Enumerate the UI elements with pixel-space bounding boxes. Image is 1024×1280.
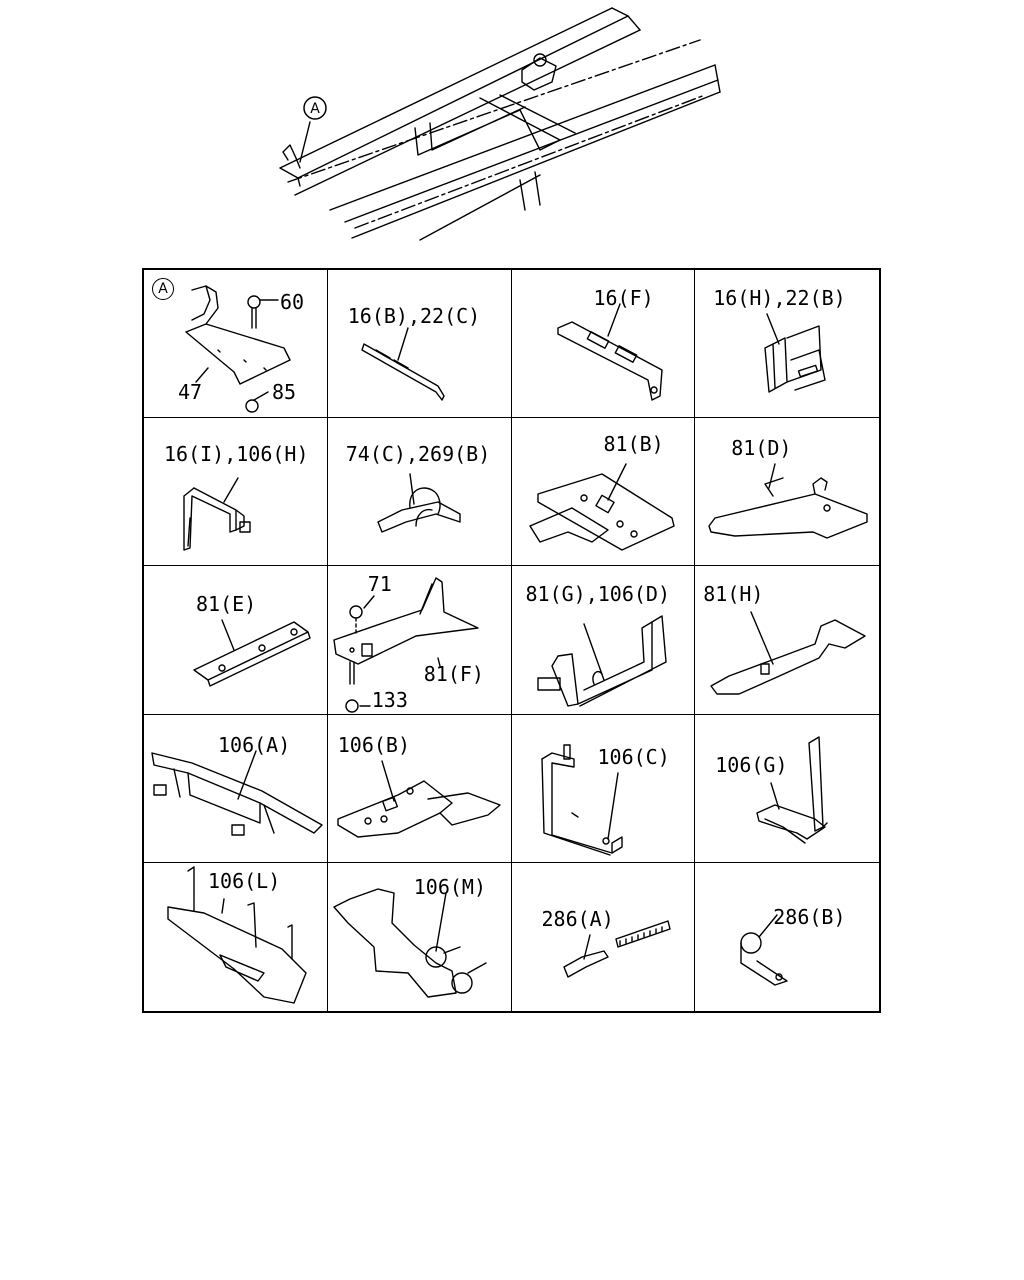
part-cell-106b: 106(B) — [327, 714, 512, 863]
part-cell-81b: 81(B) — [511, 418, 696, 567]
part-cell-16i-106h: 16(I),106(H) — [144, 418, 328, 567]
label-106c: 106(C) — [597, 744, 670, 769]
part-cell-106g: 106(G) — [695, 715, 879, 863]
part-cell-81e: 81(E) — [144, 566, 328, 715]
label-71: 71 — [367, 572, 392, 597]
part-cell-16h-22b: 16(H),22(B) — [695, 270, 879, 419]
part-cell-106m: 106(M) — [328, 862, 512, 1011]
part-cell-106c: 106(C) — [511, 714, 696, 863]
bracket-16b-drawing — [361, 327, 445, 401]
label-133: 133 — [371, 688, 408, 713]
label-106l: 106(L) — [208, 868, 281, 893]
label-81f: 81(F) — [423, 662, 484, 687]
bracket-81h-drawing — [710, 611, 866, 696]
label-47: 47 — [178, 380, 203, 404]
label-286a: 286(A) — [541, 906, 614, 931]
label-16h-22b: 16(H),22(B) — [713, 286, 846, 310]
bracket-106m-drawing — [333, 888, 487, 998]
bracket-106l-drawing — [167, 866, 307, 1004]
label-85: 85 — [272, 380, 297, 404]
part-cell-16f: 16(F) — [511, 270, 696, 419]
bracket-106a-drawing — [151, 749, 323, 836]
label-81h: 81(H) — [703, 582, 764, 607]
label-16b-22c: 16(B),22(C) — [347, 304, 481, 328]
part-cell-81h: 81(H) — [695, 566, 879, 715]
label-286b: 286(B) — [773, 904, 846, 929]
label-106b: 106(B) — [337, 732, 410, 757]
bracket-47-drawing — [185, 285, 291, 413]
label-106g: 106(G) — [715, 752, 788, 777]
bracket-106b-drawing — [337, 759, 501, 838]
bracket-16i-drawing — [183, 477, 251, 551]
part-cell-286a: 286(A) — [512, 862, 696, 1011]
part-cell-106l: 106(L) — [144, 862, 328, 1011]
callout-a-marker: A — [152, 278, 174, 300]
tie-286a-drawing — [562, 920, 671, 978]
part-cell-106a: 106(A) — [144, 714, 328, 863]
bracket-16f-drawing — [556, 303, 663, 401]
label-16f: 16(F) — [593, 286, 654, 310]
bracket-81g-drawing — [536, 615, 667, 708]
part-cell-286b: 286(B) — [695, 863, 879, 1011]
bracket-81d-drawing — [708, 463, 868, 539]
label-81d: 81(D) — [731, 436, 792, 461]
label-81b: 81(B) — [603, 432, 664, 457]
label-106a: 106(A) — [218, 732, 291, 757]
part-cell-81f: 71 81(F) 133 — [327, 566, 512, 715]
part-cell-16b-22c: 16(B),22(C) — [327, 270, 512, 419]
part-cell-81d: 81(D) — [695, 418, 879, 567]
bracket-16h-drawing — [764, 313, 826, 393]
clamp-74c-drawing — [377, 473, 461, 533]
part-cell-a: A 60 47 85 — [144, 270, 328, 419]
frame-overview-drawing: A — [279, 7, 721, 241]
label-81e: 81(E) — [196, 592, 257, 617]
bracket-81b-drawing — [528, 463, 675, 551]
bracket-106c-drawing — [540, 743, 623, 856]
label-60: 60 — [280, 290, 305, 314]
bracket-81f-drawing — [333, 577, 479, 714]
label-81g-106d: 81(G),106(D) — [525, 582, 671, 607]
label-106m: 106(M) — [413, 874, 486, 899]
bracket-106g-drawing — [756, 735, 828, 844]
label-74c-269b: 74(C),269(B) — [345, 442, 491, 467]
part-cell-74c-269b: 74(C),269(B) — [327, 418, 512, 567]
parts-grid: A 60 47 85 16(B),22(C) — [142, 268, 881, 1013]
label-16i-106h: 16(I),106(H) — [164, 442, 309, 467]
plate-81e-drawing — [193, 619, 311, 688]
clip-286b-drawing — [740, 914, 788, 986]
part-cell-81g-106d: 81(G),106(D) — [511, 566, 696, 715]
frame-callout-a: A — [310, 101, 320, 117]
